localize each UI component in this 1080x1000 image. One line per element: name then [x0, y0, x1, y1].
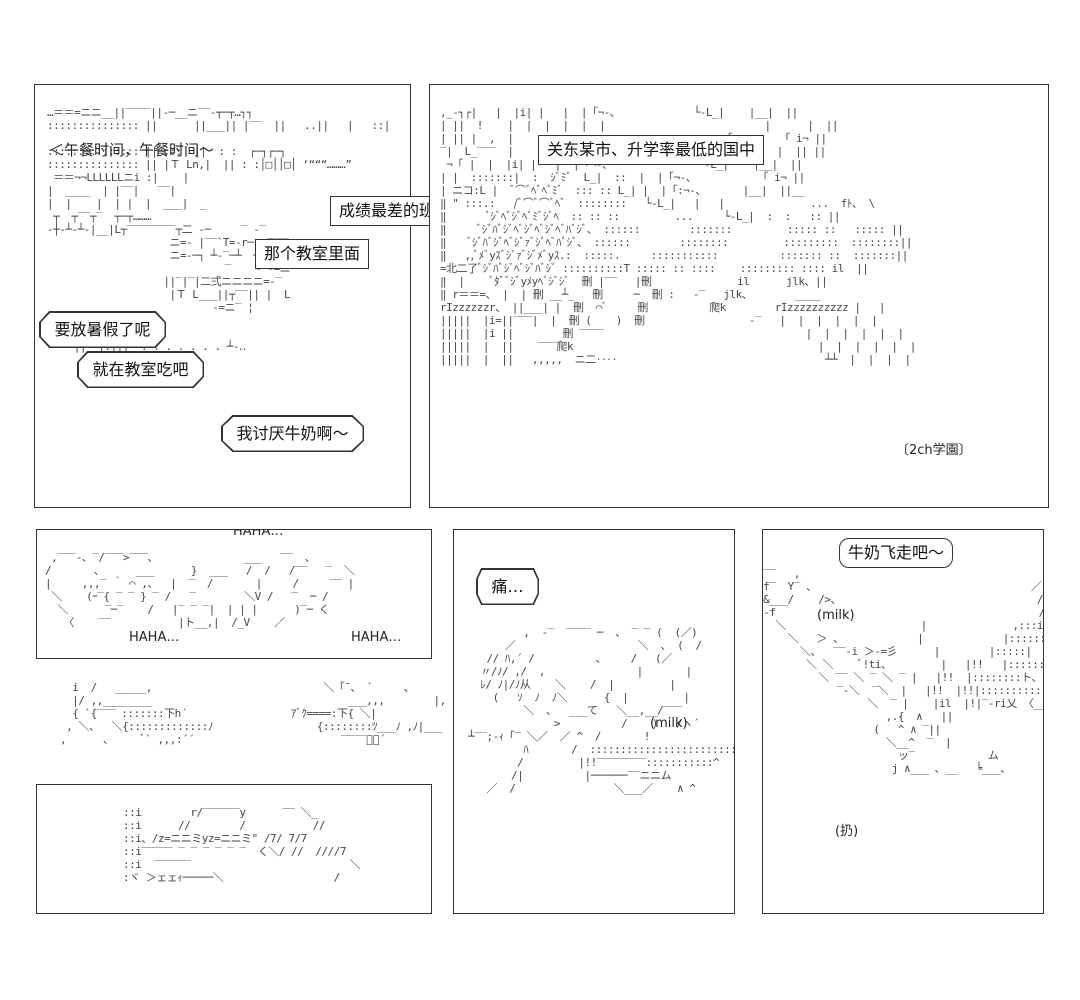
caption-in-that-classroom: 那个教室里面 [255, 239, 370, 269]
manga-panel-milk-impact: ／ , -‾ ‾‾‾‾ ─ 、 ‾ ‾ ( (／) ／ ＼ 、 ( / // ﾊ… [453, 529, 735, 914]
speech-bubble-summer: 要放暑假了呢 [39, 311, 167, 348]
sound-effect-throw: (扔) [835, 824, 859, 839]
speech-bubble-eat-in-classroom: 就在教室吃吧 [77, 351, 205, 388]
ascii-art-throw-milk: ‾‾ , 、 __ rf‾ Y‾ 、 ／ ::::::::: {&___/ />… [763, 567, 1044, 775]
ascii-art-whispering-faces: i / _____, ＼「ˉ、 ` 、 |/ ,,________ ___,,,… [60, 681, 496, 746]
laugh-text-left: HAHA… [129, 630, 180, 645]
speech-bubble-milk-fly: 牛奶飞走吧～ [839, 538, 954, 568]
ascii-art-milk-impact: ／ , -‾ ‾‾‾‾ ─ 、 ‾ ‾ ( (／) ／ ＼ 、 ( / // ﾊ… [468, 626, 734, 795]
manga-panel-classroom: …＝＝=ニニ__||‾‾‾‾||-─__ニ‾‾-┬─┬…┐┐ :::::::::… [34, 84, 411, 508]
ascii-art-laughing-faces: ,‾‾‾-、‾/‾‾‾>‾‾‾、 ___ ‾‾ 、 / ､ ___ } ___ … [45, 551, 355, 629]
manga-panel-laughing-students: ,‾‾‾-、‾/‾‾‾>‾‾‾、 ___ ‾‾ 、 / ､ ___ } ___ … [36, 529, 432, 659]
school-name-sign: 〔2ch学園〕 [896, 443, 972, 458]
speech-bubble-pain: 痛… [476, 568, 540, 605]
caption-school-location: 关东某市、升学率最低的国中 [538, 135, 765, 165]
ascii-art-action: ::i r/‾‾‾‾‾‾y ‾‾ ＼_ ::i // / // ::i、/z=ニ… [123, 806, 361, 884]
milk-carton-label: (milk) [650, 716, 688, 731]
caption-lunch-time: ＜午餐时间，午餐时间～ [49, 141, 215, 159]
manga-panel-action: ::i r/‾‾‾‾‾‾y ‾‾ ＼_ ::i // / // ::i、/z=ニ… [36, 784, 432, 914]
speech-bubble-hate-milk: 我讨厌牛奶啊～ [221, 415, 365, 452]
caption-worst-class: 成绩最差的班 [330, 196, 445, 226]
manga-panel-school-exterior: ,_-┐┌| | |i| | | |「¬-、 └-L_| |__| || | |… [429, 84, 1049, 508]
laugh-text-top: HAHA… [233, 529, 284, 539]
laugh-text-right: HAHA… [351, 630, 402, 645]
ascii-art-school: ,_-┐┌| | |i| | | |「¬-、 └-L_| |__| || | |… [440, 106, 916, 366]
manga-panel-throw-milk: ‾‾ , 、 __ rf‾ Y‾ 、 ／ ::::::::: {&___/ />… [762, 529, 1044, 914]
milk-carton-label-throw: (milk) [817, 608, 855, 623]
